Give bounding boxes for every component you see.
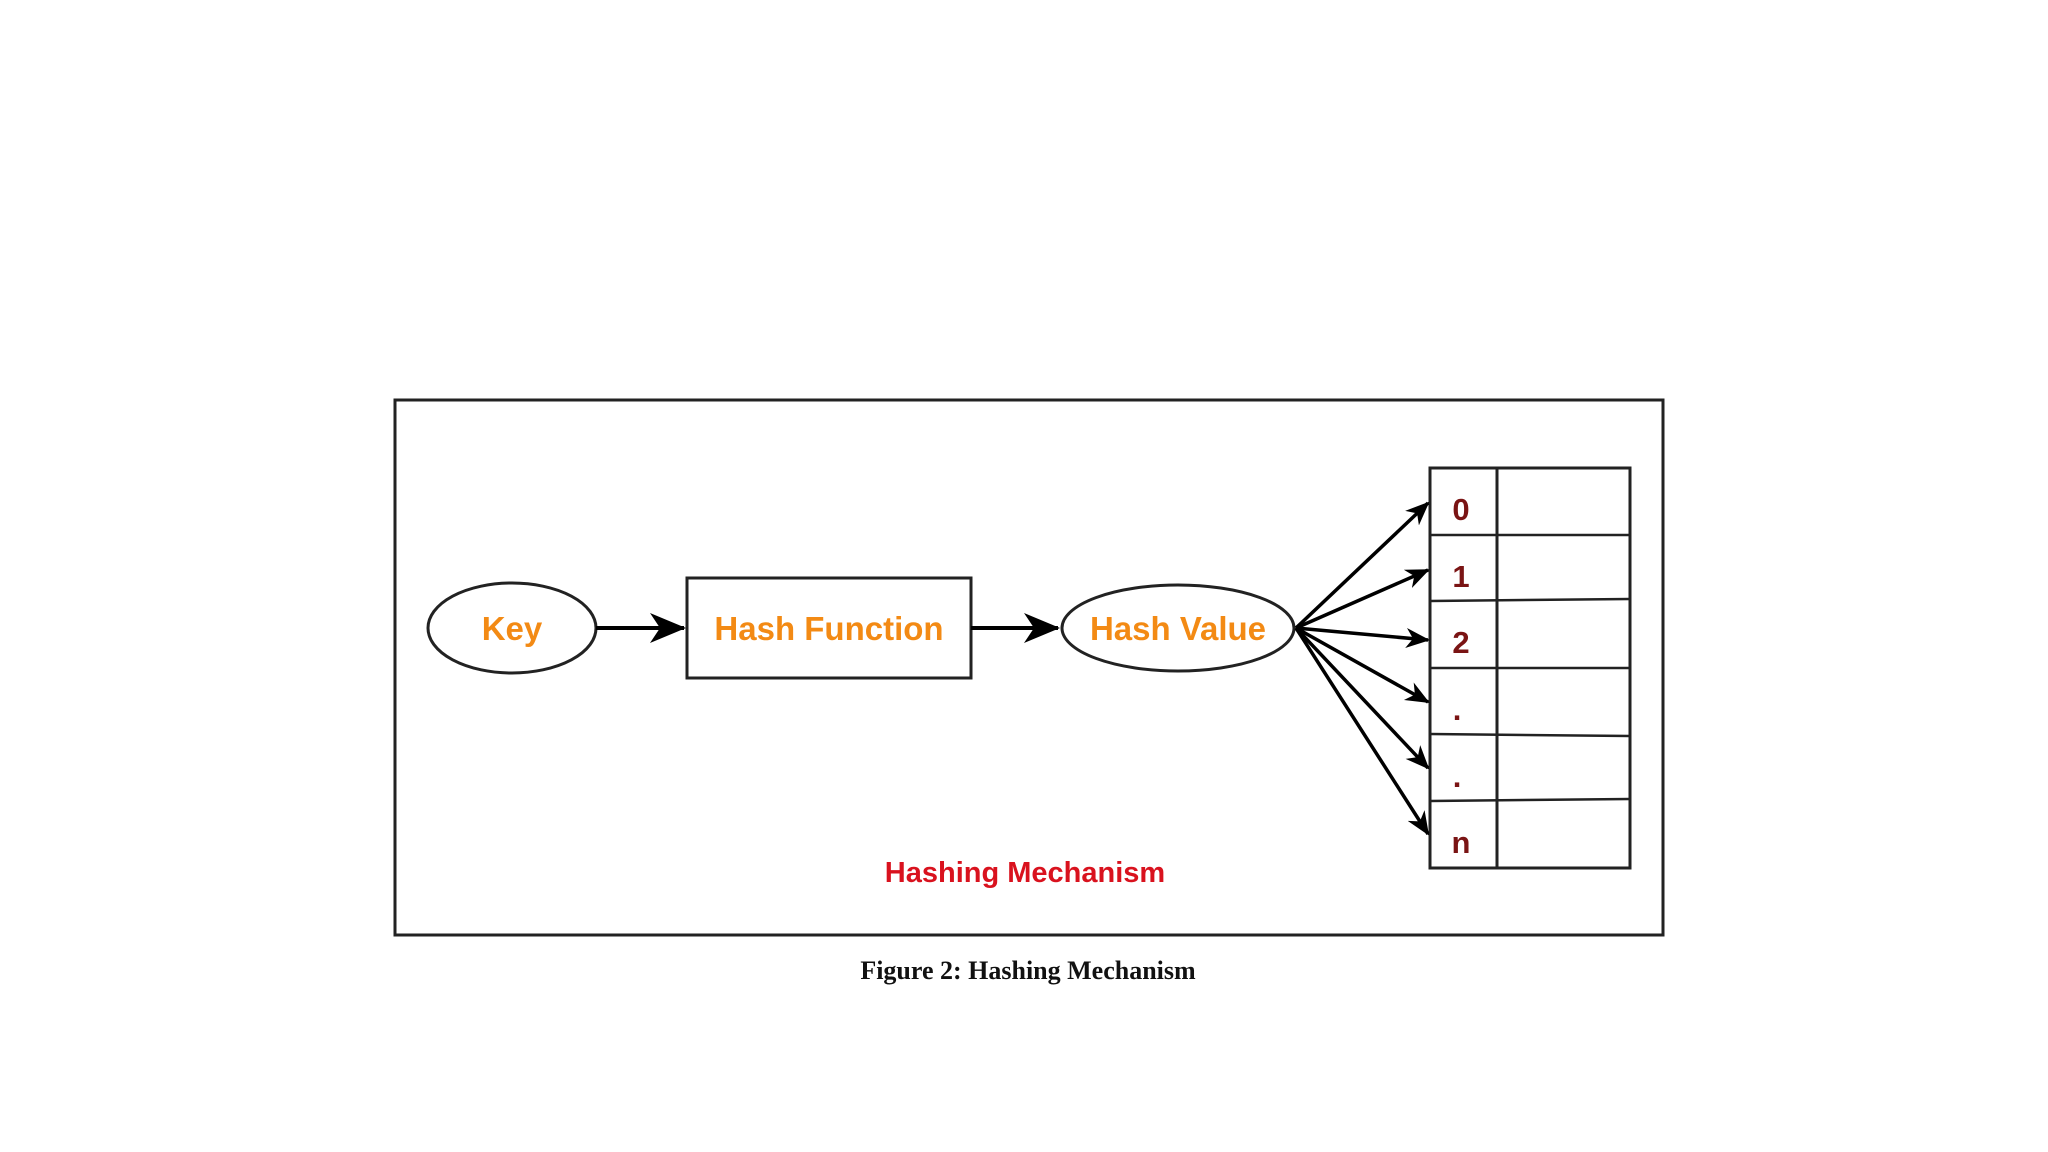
fan-out-arrows xyxy=(1294,501,1430,836)
figure-caption: Figure 2: Hashing Mechanism xyxy=(860,956,1196,985)
slot-label-3: . xyxy=(1453,692,1462,727)
slot-label-n: n xyxy=(1452,825,1471,860)
key-label: Key xyxy=(482,610,543,647)
hash-function-label: Hash Function xyxy=(714,610,943,647)
hash-table: 0 1 2 . . n xyxy=(1428,466,1632,870)
hash-value-label: Hash Value xyxy=(1090,610,1266,647)
slot-label-1: 1 xyxy=(1452,559,1469,594)
arrow-to-slot-2 xyxy=(1295,626,1430,648)
arrow-to-slot-4 xyxy=(1294,626,1430,770)
slot-label-0: 0 xyxy=(1452,492,1469,527)
arrow-to-slot-1 xyxy=(1295,568,1430,630)
inner-diagram-title: Hashing Mechanism xyxy=(885,857,1165,889)
arrow-to-slot-3 xyxy=(1295,626,1430,704)
slot-label-2: 2 xyxy=(1452,625,1469,660)
hash-value-node: Hash Value xyxy=(1060,583,1296,673)
slot-label-4: . xyxy=(1453,759,1462,794)
hash-function-node: Hash Function xyxy=(685,576,973,680)
arrow-to-slot-0 xyxy=(1294,501,1430,630)
arrow-to-slot-n xyxy=(1294,627,1430,836)
key-node: Key xyxy=(426,581,598,675)
